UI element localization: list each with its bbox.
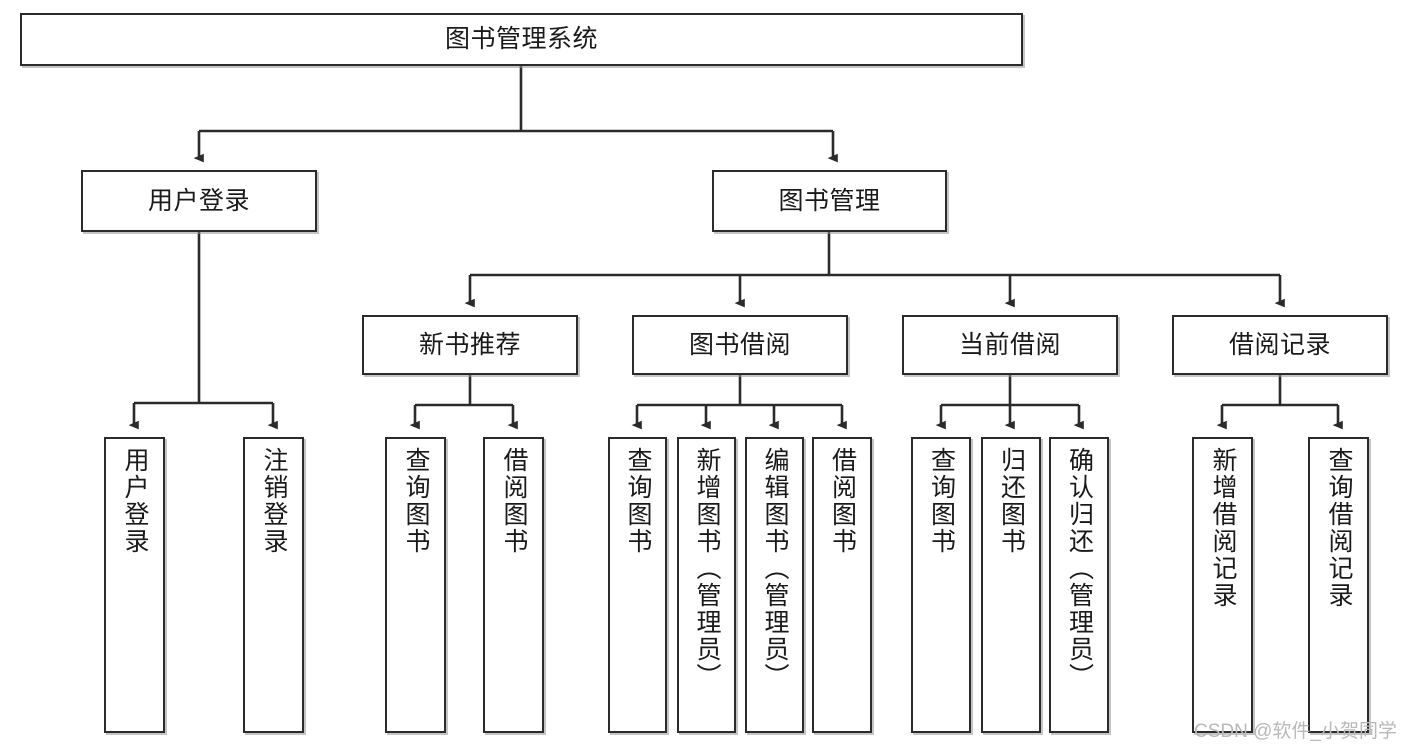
node-label: 确认归还（管理员） — [1065, 447, 1094, 690]
node-label: 当前借阅 — [958, 330, 1061, 359]
leaf-book-borrow-query-books[interactable]: 查询图书 — [608, 437, 667, 733]
node-label: 借阅图书 — [500, 447, 528, 555]
node-label: 用户登录 — [121, 447, 149, 555]
leaf-user-login-logout[interactable]: 注销登录 — [243, 437, 304, 733]
node-label: 借阅记录 — [1228, 330, 1331, 359]
node-label: 图书管理 — [778, 186, 881, 215]
node-label: 查询图书 — [927, 447, 956, 555]
leaf-borrow-record-add-record[interactable]: 新增借阅记录 — [1192, 437, 1253, 733]
node-label: 借阅图书 — [828, 447, 857, 555]
node-label: 查询图书 — [624, 447, 652, 555]
node-label: 查询借阅记录 — [1325, 447, 1353, 609]
leaf-book-borrow-add-book-admin[interactable]: 新增图书（管理员） — [677, 437, 736, 733]
node-current-borrow[interactable]: 当前借阅 — [902, 315, 1118, 375]
leaf-user-login-login[interactable]: 用户登录 — [104, 437, 165, 733]
node-label: 图书管理系统 — [444, 25, 598, 54]
node-label: 注销登录 — [260, 447, 288, 555]
leaf-current-borrow-return-books[interactable]: 归还图书 — [981, 437, 1041, 733]
leaf-book-borrow-borrow-books[interactable]: 借阅图书 — [812, 437, 872, 733]
leaf-borrow-record-query-record[interactable]: 查询借阅记录 — [1308, 437, 1369, 733]
node-label: 新书推荐 — [418, 330, 521, 359]
node-user-login[interactable]: 用户登录 — [81, 170, 317, 232]
node-label: 用户登录 — [147, 186, 250, 215]
leaf-current-borrow-query-books[interactable]: 查询图书 — [911, 437, 971, 733]
node-book-borrow[interactable]: 图书借阅 — [632, 315, 848, 375]
node-label: 归还图书 — [997, 447, 1026, 555]
node-label: 查询图书 — [402, 447, 430, 555]
node-new-book-recommend[interactable]: 新书推荐 — [362, 315, 578, 375]
node-label: 图书借阅 — [688, 330, 791, 359]
node-label: 新增借阅记录 — [1209, 447, 1237, 609]
csdn-watermark: CSDN @软件_小贺同学 — [1194, 721, 1397, 742]
node-root-system[interactable]: 图书管理系统 — [20, 13, 1023, 66]
node-label: 编辑图书（管理员） — [761, 447, 789, 690]
node-label: 新增图书（管理员） — [693, 447, 721, 690]
leaf-new-book-borrow-books[interactable]: 借阅图书 — [483, 437, 544, 733]
leaf-new-book-query-books[interactable]: 查询图书 — [385, 437, 446, 733]
node-book-management[interactable]: 图书管理 — [712, 170, 947, 232]
leaf-book-borrow-edit-book-admin[interactable]: 编辑图书（管理员） — [745, 437, 804, 733]
node-borrow-record[interactable]: 借阅记录 — [1172, 315, 1388, 375]
leaf-current-borrow-confirm-return-admin[interactable]: 确认归还（管理员） — [1049, 437, 1109, 733]
